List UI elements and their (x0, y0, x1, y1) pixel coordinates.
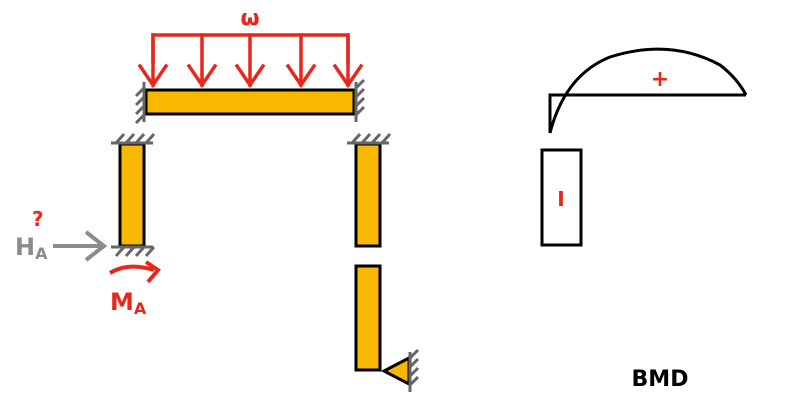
beam-left-support (134, 82, 146, 125)
horizontal-reaction-arrow (53, 230, 108, 262)
bmd-positive-sign: + (651, 67, 669, 92)
beam-right-support (354, 78, 366, 122)
right-column-top-support (347, 133, 392, 145)
right-column-lower (354, 264, 382, 372)
top-beam (144, 88, 356, 116)
load-label: ω (240, 6, 259, 31)
roller-wall (408, 348, 420, 392)
left-column-bottom-support (111, 245, 156, 257)
left-column (118, 142, 146, 248)
moment-reaction-arrow (108, 260, 161, 284)
bmd-negative-sign: I (557, 187, 564, 211)
distributed-load (137, 33, 364, 89)
reaction-h-label: HA (15, 233, 48, 263)
roller-support (380, 355, 411, 387)
bmd-title: BMD (632, 367, 689, 392)
right-column-upper (354, 142, 382, 248)
bmd-diagram (540, 47, 748, 247)
left-column-top-support (111, 133, 156, 145)
reaction-m-label: MA (110, 288, 147, 318)
reaction-h-unknown-mark: ? (32, 207, 44, 231)
